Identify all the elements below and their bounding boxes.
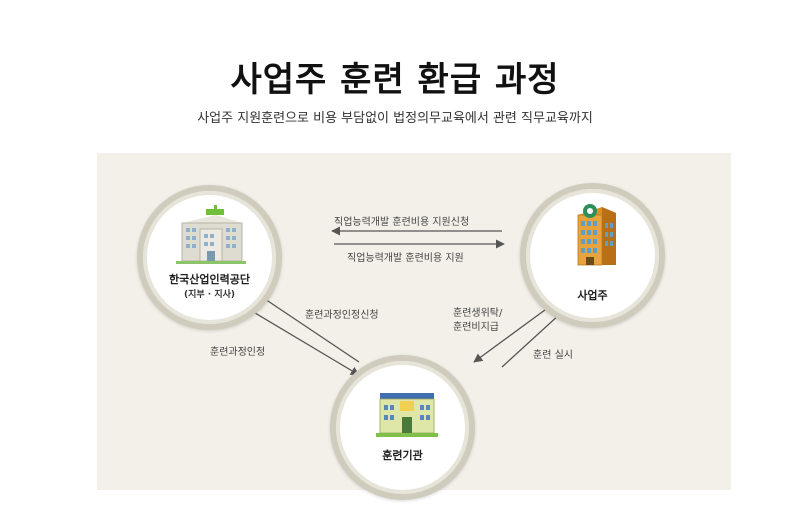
flow-institute-to-agency: 훈련과정인정신청 bbox=[305, 310, 379, 321]
flow-employer-to-institute-line2: 훈련비지급 bbox=[453, 322, 499, 333]
flow-employer-to-agency: 직업능력개발 훈련비용 지원신청 bbox=[334, 217, 470, 228]
flow-agency-to-institute: 훈련과정인정 bbox=[210, 347, 266, 358]
school-building-icon bbox=[376, 393, 438, 437]
page-subtitle: 사업주 지원훈련으로 비용 부담없이 법정의무교육에서 관련 직무교육까지 bbox=[197, 111, 593, 126]
node-agency-sub: (지부 · 지사) bbox=[183, 290, 236, 300]
node-agency: 한국산업인력공단 (지부 · 지사) bbox=[137, 185, 282, 330]
flow-employer-to-institute-line1: 훈련생위탁/ bbox=[453, 308, 503, 319]
company-building-icon bbox=[577, 204, 616, 266]
node-institute: 훈련기관 bbox=[330, 355, 475, 500]
node-employer-label: 사업주 bbox=[577, 289, 608, 302]
diagram-panel: 한국산업인력공단 (지부 · 지사) 사업주 bbox=[97, 153, 731, 500]
node-employer: 사업주 bbox=[520, 183, 665, 328]
node-institute-label: 훈련기관 bbox=[382, 449, 423, 462]
page-title: 사업주 훈련 환급 과정 bbox=[230, 60, 560, 100]
flow-institute-to-employer: 훈련 실시 bbox=[533, 350, 573, 361]
office-building-icon bbox=[176, 205, 246, 264]
flow-agency-to-employer: 직업능력개발 훈련비용 지원 bbox=[347, 253, 464, 264]
node-agency-label: 한국산업인력공단 bbox=[169, 273, 250, 286]
arrow-agency-to-institute bbox=[244, 306, 360, 376]
arrow-institute-to-agency bbox=[258, 294, 360, 363]
